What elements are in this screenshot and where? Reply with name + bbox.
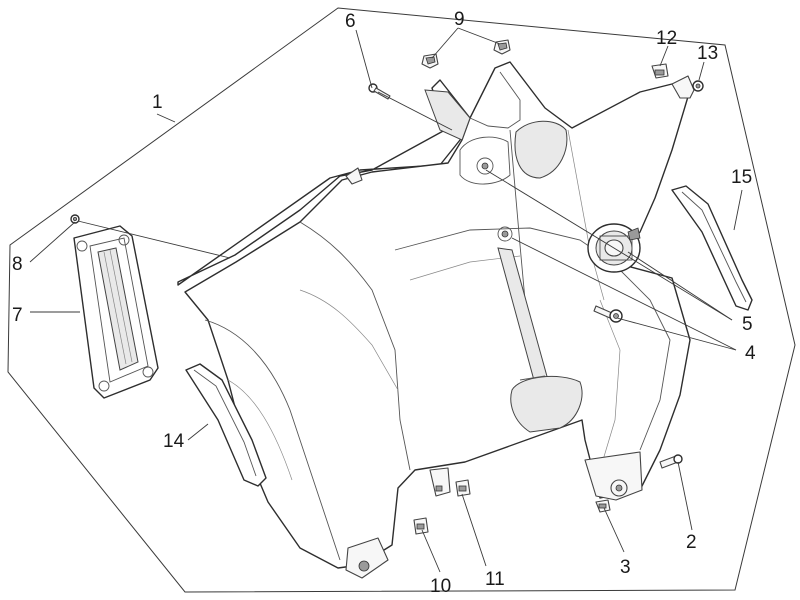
callout-10: 10 — [430, 576, 451, 597]
trim-strip-part-15 — [671, 185, 753, 311]
callout-1: 1 — [152, 92, 163, 113]
screw-part-8 — [70, 214, 80, 224]
leader-lines — [29, 27, 743, 573]
clip-part-12 — [651, 63, 669, 79]
callout-12: 12 — [656, 28, 677, 49]
callout-5: 5 — [742, 314, 753, 335]
callout-8: 8 — [12, 254, 23, 275]
clip-part-3 — [595, 499, 611, 513]
callout-2: 2 — [686, 532, 697, 553]
assembly-frame — [7, 7, 796, 593]
trim-strip-part-14 — [185, 363, 267, 487]
callout-6: 6 — [345, 11, 356, 32]
clip-part-11 — [455, 479, 471, 497]
inner-leg-shield — [177, 61, 695, 579]
callout-4: 4 — [745, 343, 756, 364]
screw-part-2 — [659, 454, 683, 469]
callout-14: 14 — [163, 431, 185, 452]
callout-11: 11 — [485, 569, 505, 590]
washer-part-13 — [692, 80, 704, 92]
callout-3: 3 — [620, 557, 631, 578]
callout-9: 9 — [454, 9, 465, 30]
callout-7: 7 — [12, 305, 23, 326]
callout-13: 13 — [697, 43, 718, 64]
callout-numbers: 1 2 3 4 5 6 7 8 9 10 11 12 13 14 15 — [12, 9, 756, 597]
clip-part-10 — [413, 517, 429, 535]
grille-panel-part-7 — [73, 225, 159, 399]
callout-15: 15 — [731, 167, 752, 188]
